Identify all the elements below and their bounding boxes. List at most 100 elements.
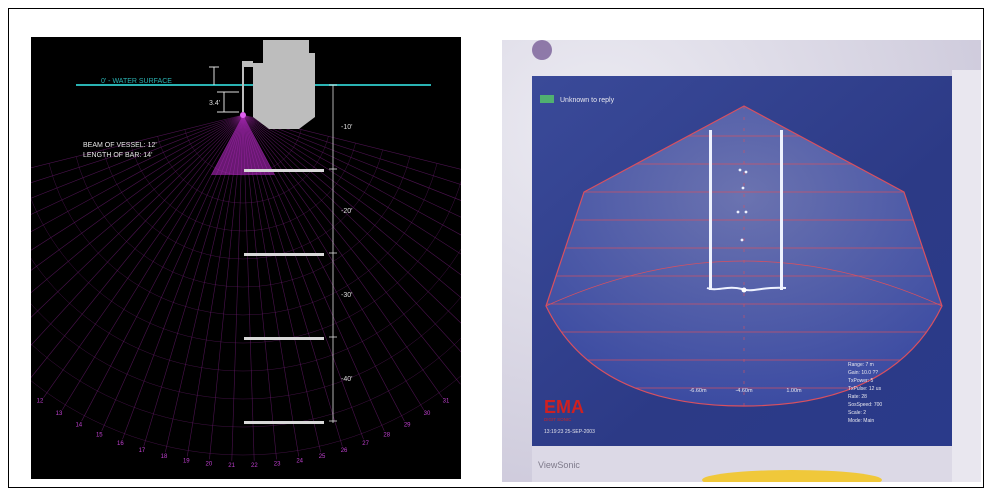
vessel-hull xyxy=(253,40,315,129)
beam-number: 28 xyxy=(383,432,390,438)
target-bars xyxy=(244,169,324,424)
echo-point xyxy=(738,168,742,172)
range-arc xyxy=(546,260,942,307)
beam-number: 15 xyxy=(96,432,103,438)
target-marker xyxy=(741,287,747,293)
length-of-bar-label: LENGTH OF BAR: 14' xyxy=(83,152,152,159)
monitor-brand: ViewSonic xyxy=(538,460,580,470)
beam-line xyxy=(242,114,443,398)
depth-label: -10' xyxy=(341,124,352,131)
brand-subtext: DIGIT SONIC xyxy=(544,417,572,422)
beam-number: 16 xyxy=(117,441,124,447)
depth-label: -40' xyxy=(341,376,352,383)
target-bar xyxy=(244,337,324,340)
multibeam-diagram-svg: 0' - WATER SURFACE 3.4' BEAM OF VESSEL: … xyxy=(0,40,589,469)
beam-fan xyxy=(0,112,579,461)
header-text: Unknown to reply xyxy=(560,97,615,104)
range-arc xyxy=(48,163,438,316)
target-bar xyxy=(244,421,324,424)
echo-point xyxy=(740,238,744,242)
beam-line xyxy=(0,114,244,193)
beam-line xyxy=(242,114,478,370)
beam-number: 27 xyxy=(362,441,369,447)
status-line: Range: 7 m xyxy=(848,362,874,368)
beam-number: 13 xyxy=(56,411,63,417)
target-bar xyxy=(244,253,324,256)
range-arc xyxy=(130,143,356,232)
range-arc xyxy=(21,170,465,344)
beam-line xyxy=(0,114,244,211)
beam-of-vessel-label: BEAM OF VESSEL: 12' xyxy=(83,142,157,149)
beam-number: 17 xyxy=(139,448,146,454)
beam-line xyxy=(43,114,244,398)
range-arc xyxy=(75,156,411,288)
beam-number: 29 xyxy=(404,422,411,428)
axis-label: -4.60m xyxy=(735,388,753,394)
beam-number: 31 xyxy=(443,399,450,405)
depth-label: -20' xyxy=(341,208,352,215)
status-line: Scale: 2 xyxy=(848,410,866,416)
side-glare xyxy=(952,70,981,482)
status-line: TxPulse: 12 us xyxy=(848,386,882,392)
beam-line xyxy=(8,114,244,370)
beam-line xyxy=(0,114,244,271)
echo-point xyxy=(741,186,745,190)
range-arc xyxy=(0,190,546,428)
echo-returns xyxy=(706,130,787,293)
status-panel: Range: 7 m Gain: 10.0 ?? TxPower: 5 TxPulse… xyxy=(848,362,882,424)
beam-line xyxy=(242,114,566,242)
beam-cone xyxy=(211,115,275,175)
range-arc xyxy=(0,176,492,372)
echo-right-pole xyxy=(780,130,783,290)
beam-number: 18 xyxy=(161,454,168,460)
echo-point xyxy=(744,170,748,174)
beam-line xyxy=(0,114,244,230)
echo-point xyxy=(736,210,740,214)
beam-line xyxy=(242,114,425,411)
beam-number: 22 xyxy=(251,463,258,469)
range-arc xyxy=(157,136,329,204)
beam-number: 25 xyxy=(319,454,326,460)
beam-number: 21 xyxy=(228,463,235,469)
transducer-mount xyxy=(243,61,253,67)
beam-number: 30 xyxy=(424,411,431,417)
beam-number: 24 xyxy=(296,458,303,464)
beam-line xyxy=(0,114,244,176)
beam-line xyxy=(242,114,509,338)
beam-number: 26 xyxy=(341,448,348,454)
beam-number: 23 xyxy=(274,461,281,467)
axis-label: 1.00m xyxy=(786,388,802,394)
beam-line xyxy=(25,114,244,385)
echo-left-pole xyxy=(709,130,712,290)
datetime: 13:19:23 25-SEP-2003 xyxy=(544,429,595,435)
transducer xyxy=(240,112,246,118)
multibeam-diagram: 0' - WATER SURFACE 3.4' BEAM OF VESSEL: … xyxy=(0,37,589,479)
transducer-offset-label: 3.4' xyxy=(209,100,220,107)
status-line: TxPower: 5 xyxy=(848,378,874,384)
brand-logo: EMA xyxy=(544,397,584,417)
beam-line xyxy=(242,114,461,385)
beam-line xyxy=(0,114,244,250)
echo-point xyxy=(744,210,748,214)
water-surface-label: 0' - WATER SURFACE xyxy=(101,78,172,85)
beam-line xyxy=(242,114,494,355)
beam-number: 20 xyxy=(206,461,213,467)
status-line: Gain: 10.0 ?? xyxy=(848,370,878,376)
beam-line xyxy=(0,114,244,348)
header-indicator xyxy=(540,95,554,103)
range-arc xyxy=(0,197,574,456)
beam-line xyxy=(61,114,244,411)
status-line: Rate: 28 xyxy=(848,394,867,400)
target-bar xyxy=(244,169,324,172)
beam-number: 14 xyxy=(75,422,82,428)
corner-logo xyxy=(532,40,552,60)
beam-number: 19 xyxy=(183,458,190,464)
depth-label: -30' xyxy=(341,292,352,299)
status-line: Mode: Main xyxy=(848,418,874,424)
depth-scale: -10' -20' -30' -40' xyxy=(329,84,352,423)
status-line: SosSpeed: 700 xyxy=(848,402,882,408)
beam-number: 12 xyxy=(37,399,44,405)
